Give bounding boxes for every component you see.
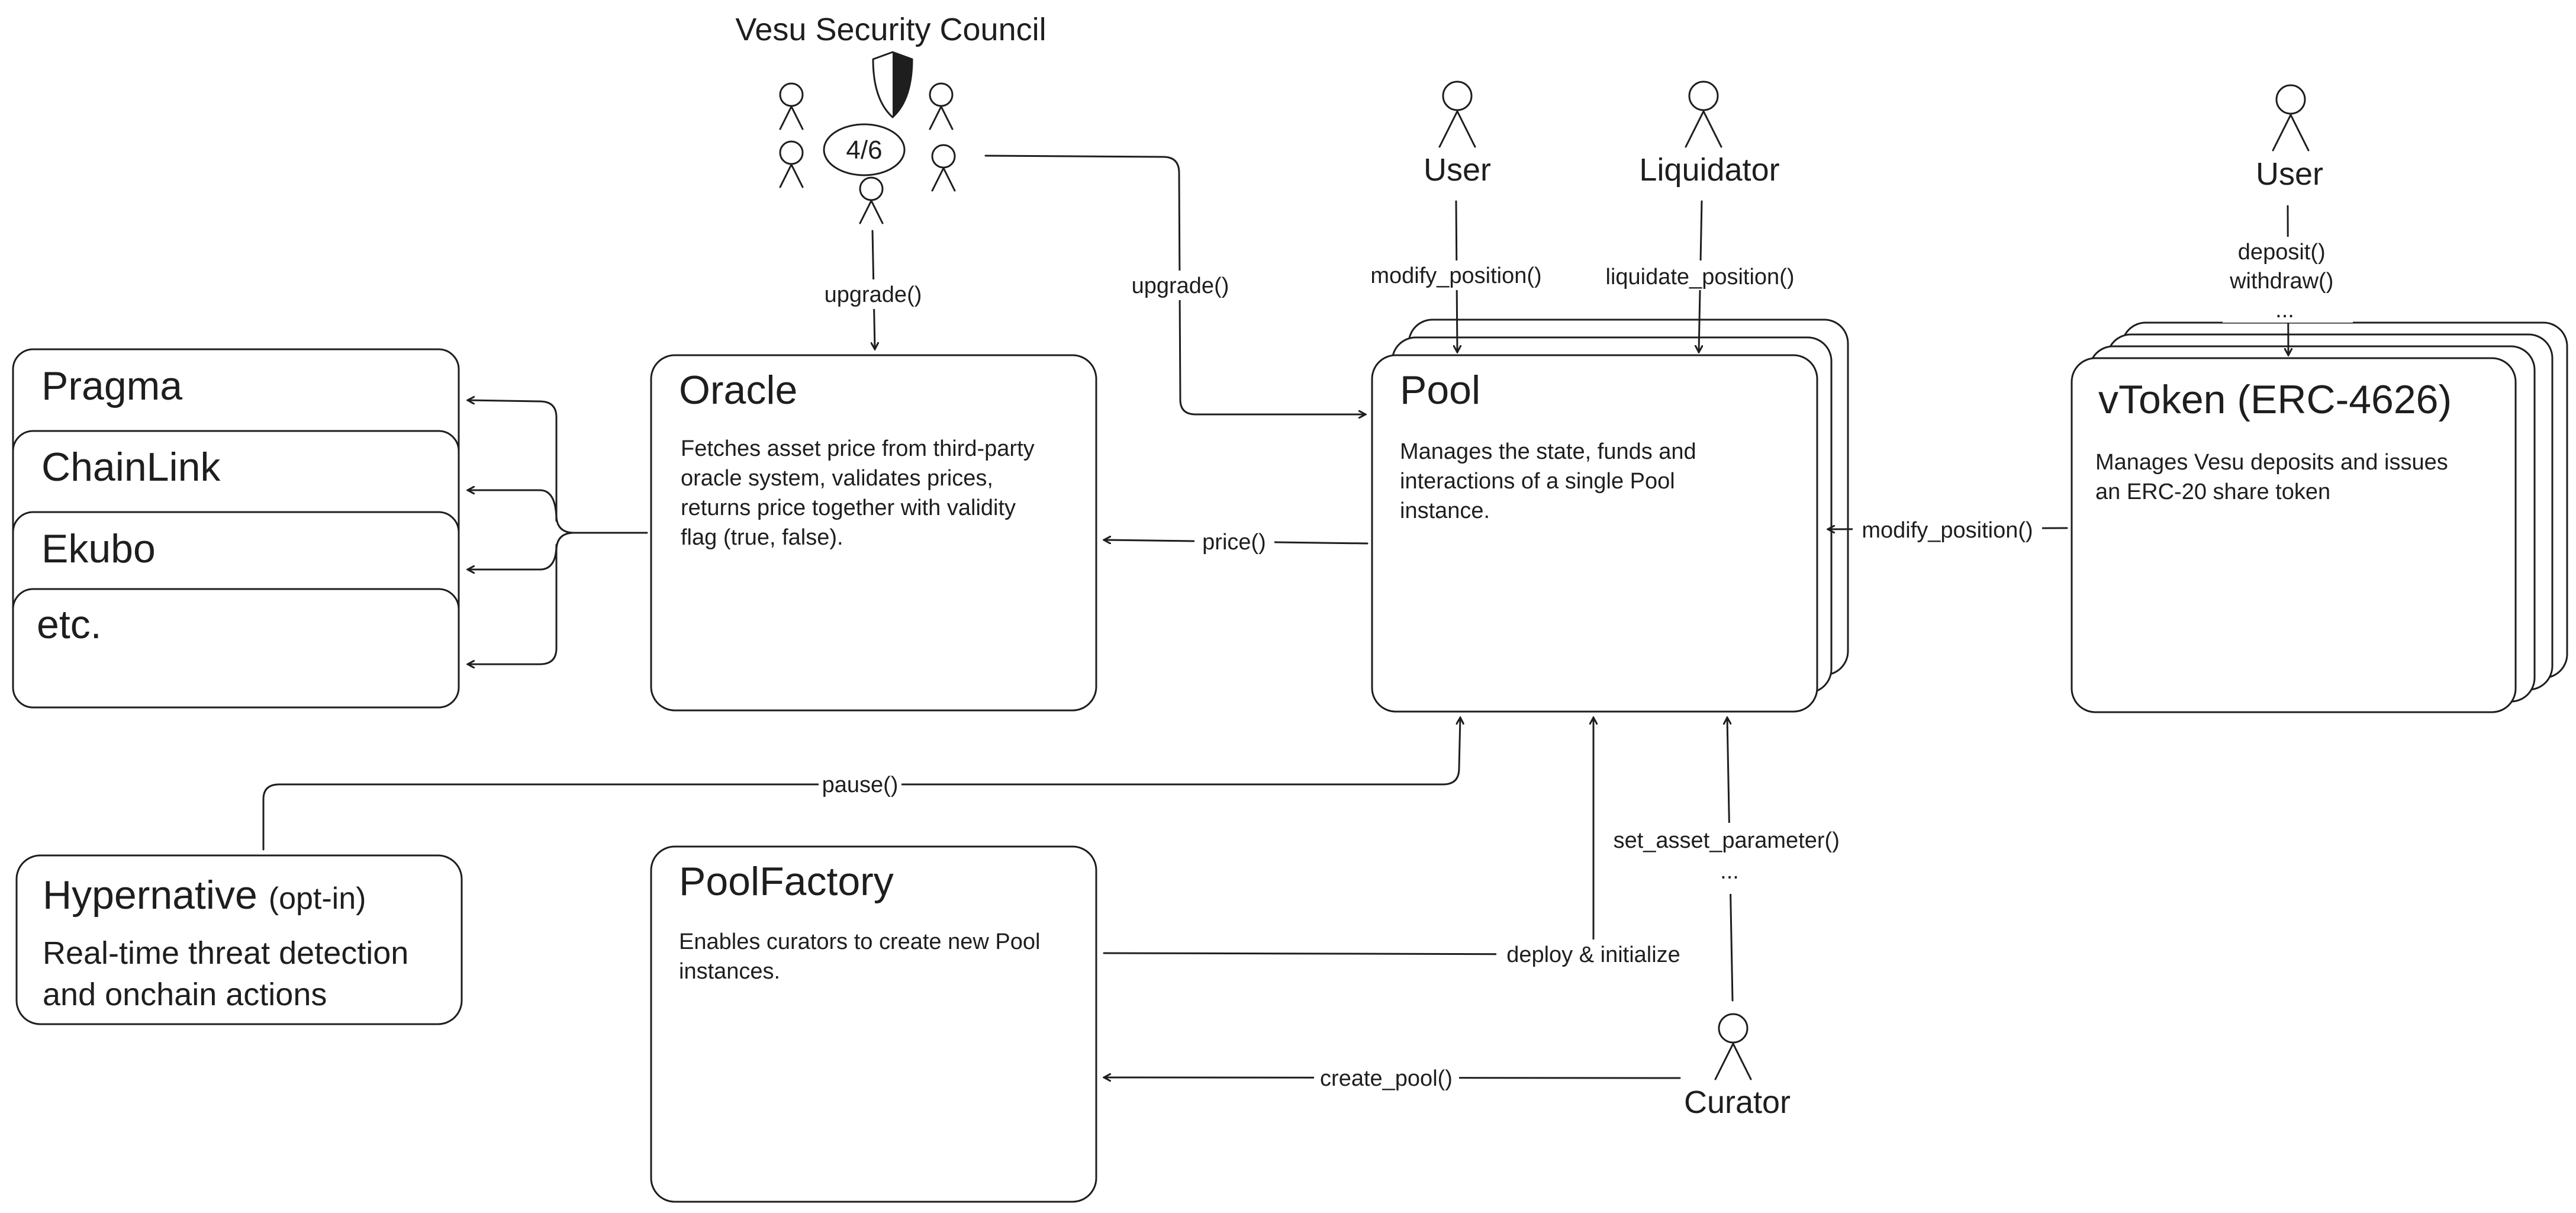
council-member-icon xyxy=(859,176,884,224)
council-member-icon xyxy=(931,144,956,192)
edge-label: price() xyxy=(1202,530,1266,555)
edge-label: upgrade() xyxy=(1132,274,1229,298)
edge-label: modify_position() xyxy=(1370,263,1541,288)
edge-label: set_asset_parameter() ... xyxy=(1614,828,1846,884)
shield-icon xyxy=(872,51,913,118)
threshold-badge xyxy=(823,123,906,176)
actor-user-vtoken: User xyxy=(2256,84,2323,192)
edge-council-oracle: upgrade() xyxy=(817,230,929,349)
council-member-icon xyxy=(779,82,804,130)
hypernative-box: Hypernative (opt-in) Real-time threat de… xyxy=(15,854,463,1025)
oracle-box: Oracle Fetches asset price from third-pa… xyxy=(650,354,1097,712)
actor-label: User xyxy=(1424,152,1491,188)
vtoken-title: vToken (ERC-4626) xyxy=(2098,377,2452,422)
edge-liquidator-pool: liquidate_position() xyxy=(1592,200,1808,352)
hypernative-description: Real-time threat detection and onchain a… xyxy=(43,935,417,1012)
edge-council-pool: upgrade() xyxy=(984,155,1366,414)
edge-label: liquidate_position() xyxy=(1606,265,1795,289)
pool-factory-title: PoolFactory xyxy=(679,859,894,904)
edge-user-vtoken: deposit() withdraw() ... xyxy=(2223,205,2353,355)
user-icon xyxy=(1438,81,1476,148)
edge-label: pause() xyxy=(822,773,899,797)
edge-label: deploy & initialize xyxy=(1506,942,1680,967)
provider-label: ChainLink xyxy=(41,445,221,490)
price-providers: Pragma ChainLink Ekubo etc. xyxy=(12,348,460,709)
pool-description: Manages the state, funds and interaction… xyxy=(1400,439,1702,523)
actor-label: Liquidator xyxy=(1639,152,1779,188)
pool-factory-box: PoolFactory Enables curators to create n… xyxy=(650,845,1097,1203)
user-icon xyxy=(2272,84,2310,152)
edge-curator-factory: create_pool() xyxy=(1104,1063,1681,1093)
provider-box-etc xyxy=(12,588,460,709)
pool-factory-description: Enables curators to create new Pool inst… xyxy=(679,929,1046,984)
edge-pool-oracle: price() xyxy=(1104,527,1368,556)
vtoken-description: Manages Vesu deposits and issues an ERC-… xyxy=(2095,450,2454,504)
hypernative-title: Hypernative (opt-in) xyxy=(43,873,366,918)
pool-box: Pool Manages the state, funds and intera… xyxy=(1371,318,1849,713)
provider-label: Pragma xyxy=(41,363,182,408)
council-member-icon xyxy=(779,140,804,188)
edge-user-pool: modify_position() xyxy=(1361,200,1551,352)
actor-label: Curator xyxy=(1684,1085,1791,1120)
liquidator-icon xyxy=(1685,81,1722,148)
actor-user-pool: User xyxy=(1424,81,1491,188)
edge-label: deposit() withdraw() ... xyxy=(2229,240,2340,323)
oracle-description: Fetches asset price from third-party ora… xyxy=(681,436,1041,550)
pool-title: Pool xyxy=(1400,368,1480,413)
edge-hypernative-pool: pause() xyxy=(262,717,1460,851)
vtoken-box: vToken (ERC-4626) Manages Vesu deposits … xyxy=(2071,321,2568,713)
curator-icon xyxy=(1714,1013,1752,1080)
threshold-label: 4/6 xyxy=(846,136,882,165)
edge-label: modify_position() xyxy=(1862,518,2033,543)
actor-label: User xyxy=(2256,156,2323,192)
edge-vtoken-pool: modify_position() xyxy=(1828,515,2068,545)
council-member-icon xyxy=(929,82,954,130)
actor-liquidator: Liquidator xyxy=(1639,81,1780,188)
provider-label: etc. xyxy=(37,602,102,647)
edge-label: upgrade() xyxy=(825,282,922,307)
council-title: Vesu Security Council xyxy=(735,12,1046,47)
actor-curator: Curator xyxy=(1684,1013,1791,1120)
security-council: Vesu Security Council 4/6 xyxy=(735,12,1046,224)
edge-oracle-providers xyxy=(468,400,648,664)
edge-curator-pool: set_asset_parameter() ... xyxy=(1604,717,1853,1002)
edge-factory-pool: deploy & initialize xyxy=(1103,717,1690,969)
edge-label: create_pool() xyxy=(1320,1066,1453,1091)
oracle-title: Oracle xyxy=(679,368,797,413)
provider-label: Ekubo xyxy=(41,526,156,571)
